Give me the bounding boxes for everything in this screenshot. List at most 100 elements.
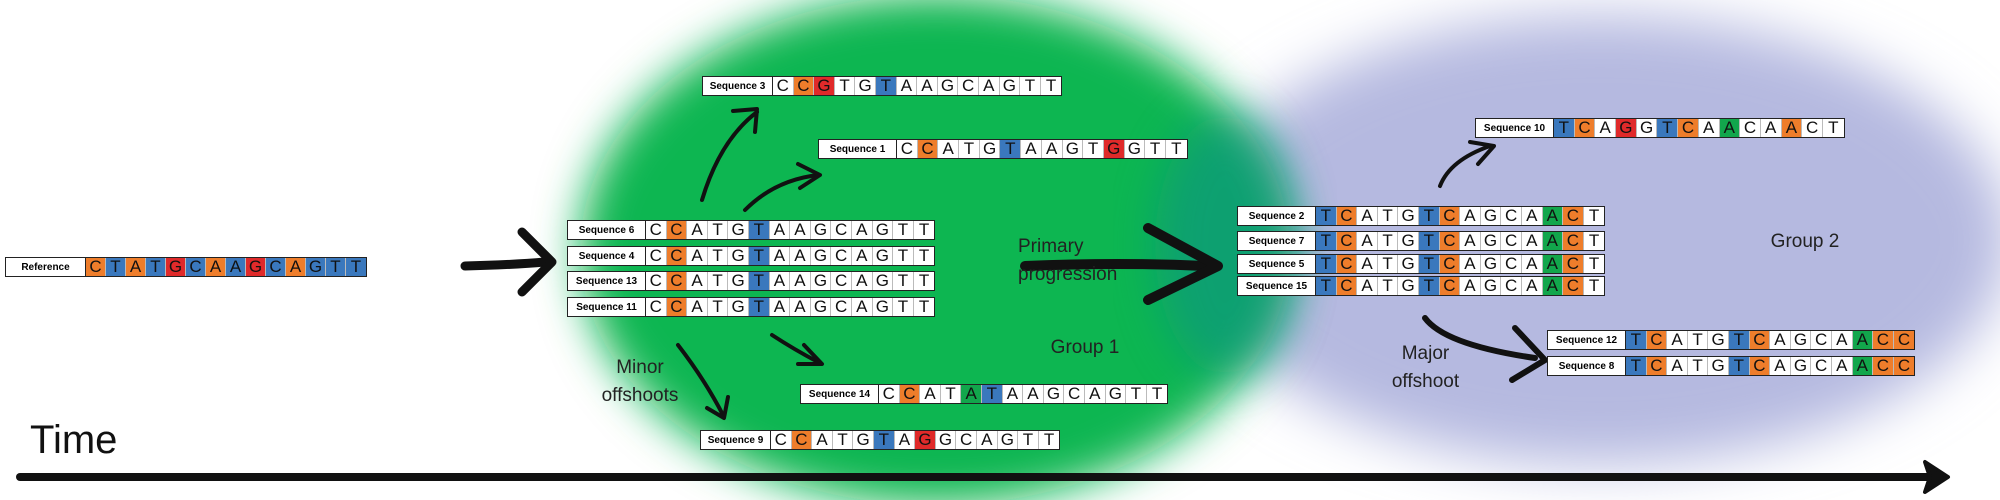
primary-label-line1: Primary xyxy=(1018,236,1084,257)
nucleotide-cell: A xyxy=(687,220,708,239)
nucleotide-cell: C xyxy=(773,76,794,95)
nucleotide-cell: A xyxy=(770,220,791,239)
nucleotide-cell: C xyxy=(831,220,852,239)
nucleotide-cell: G xyxy=(811,220,832,239)
nucleotide-cell: T xyxy=(1588,206,1600,225)
nucleotide-cell: G xyxy=(998,430,1019,449)
nucleotide-cell: A xyxy=(852,271,873,290)
nucleotide-cell: G xyxy=(1616,118,1637,137)
nucleotide-cell: A xyxy=(1357,231,1378,250)
arrowhead-reference-to-group1 xyxy=(517,227,557,297)
nucleotide-cell: C xyxy=(1336,276,1358,295)
time-axis-label: Time xyxy=(30,418,118,462)
arrow-primary-progression xyxy=(1020,259,1210,271)
arrow-to-sequence-10 xyxy=(1438,144,1492,188)
nucleotide-cell: C xyxy=(1646,330,1668,349)
minor-offshoots-label: Minor offshoots xyxy=(590,354,690,409)
nucleotide-cell: G xyxy=(855,76,876,95)
nucleotide-cell: A xyxy=(1357,276,1378,295)
nucleotide-cell: A xyxy=(1460,254,1481,273)
major-label-line2: offshoot xyxy=(1391,370,1460,392)
nucleotide-cell: G xyxy=(853,430,874,449)
nucleotide-cell: T xyxy=(918,271,930,290)
nucleotide-cell: T xyxy=(873,430,895,449)
sequence-label: Sequence 3 xyxy=(703,77,773,95)
nucleotide-cell: C xyxy=(1501,254,1522,273)
nucleotide-cell: A xyxy=(770,271,791,290)
nucleotide-cell: T xyxy=(875,76,897,95)
nucleotide-cell: T xyxy=(1688,356,1709,375)
nucleotide-cell: G xyxy=(306,257,326,276)
nucleotide-cell: C xyxy=(1749,330,1771,349)
nucleotide-cell: A xyxy=(979,76,1000,95)
nucleotide-cell: G xyxy=(811,271,832,290)
nucleotide-cell: A xyxy=(1667,356,1688,375)
nucleotide-cell: C xyxy=(666,220,688,239)
sequence-label: Sequence 10 xyxy=(1476,119,1554,137)
nucleotide-cell: A xyxy=(938,139,960,158)
nucleotide-cell: T xyxy=(833,430,854,449)
nucleotide-cell: A xyxy=(1542,206,1564,225)
nucleotide-cell: A xyxy=(226,257,246,276)
nucleotide-cell: C xyxy=(186,257,206,276)
nucleotide-cell: A xyxy=(687,246,708,265)
nucleotide-cell: A xyxy=(1832,330,1853,349)
nucleotide-cell: C xyxy=(666,271,688,290)
nucleotide-cell: A xyxy=(790,271,811,290)
nucleotide-cell: T xyxy=(893,220,914,239)
nucleotide-cell: T xyxy=(1418,254,1440,273)
nucleotide-cell: G xyxy=(1481,231,1502,250)
nucleotide-cell: C xyxy=(1336,254,1358,273)
nucleotide-cell: G xyxy=(1791,330,1812,349)
nucleotide-cell: C xyxy=(958,76,979,95)
nucleotide-cell: C xyxy=(956,430,977,449)
nucleotide-cell: T xyxy=(1554,118,1575,137)
nucleotide-cell: A xyxy=(1770,330,1791,349)
nucleotide-cell: A xyxy=(206,257,226,276)
nucleotide-cell: A xyxy=(1852,356,1874,375)
arrowhead-major-offshoot xyxy=(1509,325,1548,383)
nucleotide-cell: A xyxy=(1003,384,1024,403)
nucleotide-cell: T xyxy=(346,257,366,276)
nucleotide-cell: T xyxy=(981,384,1003,403)
nucleotide-cell: G xyxy=(1708,330,1729,349)
nucleotide-cell: A xyxy=(1542,231,1564,250)
nucleotide-cell: C xyxy=(899,384,921,403)
nucleotide-cell: A xyxy=(1460,231,1481,250)
nucleotide-cell: C xyxy=(646,220,667,239)
sequence-label: Sequence 14 xyxy=(801,385,879,403)
nucleotide-cell: T xyxy=(1018,430,1039,449)
nucleotide-cell: C xyxy=(1563,206,1584,225)
nucleotide-cell: C xyxy=(771,430,792,449)
nucleotide-cell: G xyxy=(873,297,894,316)
sequence-label: Sequence 5 xyxy=(1238,255,1316,273)
nucleotide-cell: T xyxy=(748,246,770,265)
nucleotide-cell: C xyxy=(1439,276,1461,295)
nucleotide-cell: G xyxy=(728,246,749,265)
sequence-label: Sequence 15 xyxy=(1238,277,1316,295)
nucleotide-cell: T xyxy=(893,297,914,316)
arrow-to-sequence-1 xyxy=(743,173,820,212)
nucleotide-cell: A xyxy=(1542,254,1564,273)
nucleotide-cell: G xyxy=(1063,139,1084,158)
nucleotide-cell: T xyxy=(1588,254,1600,273)
nucleotide-cell: A xyxy=(1023,384,1044,403)
nucleotide-cell: C xyxy=(917,139,939,158)
nucleotide-cell: A xyxy=(687,271,708,290)
nucleotide-cell: G xyxy=(811,246,832,265)
nucleotide-cell: T xyxy=(146,257,166,276)
minor-label-line2: offshoots xyxy=(601,384,679,406)
nucleotide-cell: A xyxy=(770,297,791,316)
nucleotide-cell: A xyxy=(1021,139,1042,158)
nucleotide-cell: T xyxy=(748,220,770,239)
nucleotide-cell: C xyxy=(1501,206,1522,225)
nucleotide-cell: A xyxy=(1460,276,1481,295)
nucleotide-cell: G xyxy=(980,139,1001,158)
nucleotide-cell: A xyxy=(1781,118,1803,137)
arrowhead-primary-progression xyxy=(1143,223,1223,305)
nucleotide-cell: C xyxy=(1439,206,1461,225)
